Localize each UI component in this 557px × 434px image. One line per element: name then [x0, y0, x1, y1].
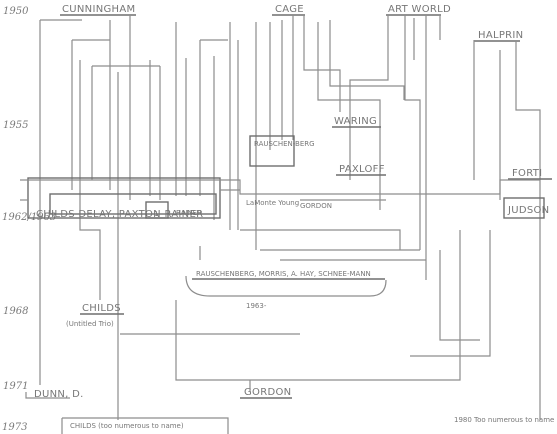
judson-inner-box	[49, 193, 217, 215]
label-gordon-1971: GORDON	[244, 387, 291, 398]
label-cunningham: CUNNINGHAM	[62, 4, 135, 15]
rauschenberg-line: RAUSCHEN-BERG	[254, 140, 315, 148]
label-1980-note: 1980 Too numerous to name	[454, 416, 554, 424]
label-rauschenberg-row: RAUSCHENBERG, MORRIS, A. HAY, SCHNEE-MAN…	[196, 270, 371, 278]
label-gordon-mid: GORDON	[300, 202, 332, 210]
year-1968: 1968	[3, 306, 28, 317]
dunn-bracket	[25, 392, 70, 399]
label-halprin: HALPRIN	[478, 30, 523, 41]
year-1950: 1950	[3, 6, 29, 17]
label-lemonte-young: LaMonte Young	[246, 199, 299, 207]
judson-box	[503, 197, 545, 219]
label-cage: CAGE	[275, 4, 304, 15]
label-rainer: RAINER	[176, 209, 202, 217]
label-rauschenberg: RAUSCHEN-BERG	[254, 140, 315, 148]
label-waring: WARING	[334, 116, 377, 127]
label-untitled-trio: (Untitled Trio)	[66, 320, 114, 328]
label-judson-row: CHILDS DELAY, PAXTON RAINER	[36, 209, 203, 220]
label-forti: FORTI	[512, 168, 542, 179]
childs-1973-bracket	[61, 417, 229, 434]
label-rainer-sub: 1	[154, 210, 158, 218]
year-1971: 1971	[3, 381, 28, 392]
label-dunn: DUNN, D.	[34, 389, 84, 400]
brace-1963	[185, 275, 387, 297]
label-childs-1973: CHILDS (too numerous to name)	[70, 422, 184, 430]
label-art-world: ART WORLD	[388, 4, 451, 15]
year-1955: 1955	[3, 120, 28, 131]
horizontal-links	[20, 179, 540, 335]
lineage-lines	[39, 15, 541, 420]
rauschenberg-box	[249, 135, 295, 167]
label-judson-box: JUDSON	[507, 205, 549, 216]
year-1973: 1973	[2, 422, 27, 433]
label-childs-1968: CHILDS	[82, 303, 121, 314]
judson-row-box	[27, 177, 221, 219]
label-paxloff: PAXLOFF	[339, 164, 385, 175]
label-1963: 1963-	[246, 302, 267, 310]
right-links	[175, 230, 491, 381]
rainer-sub-box	[145, 201, 169, 219]
